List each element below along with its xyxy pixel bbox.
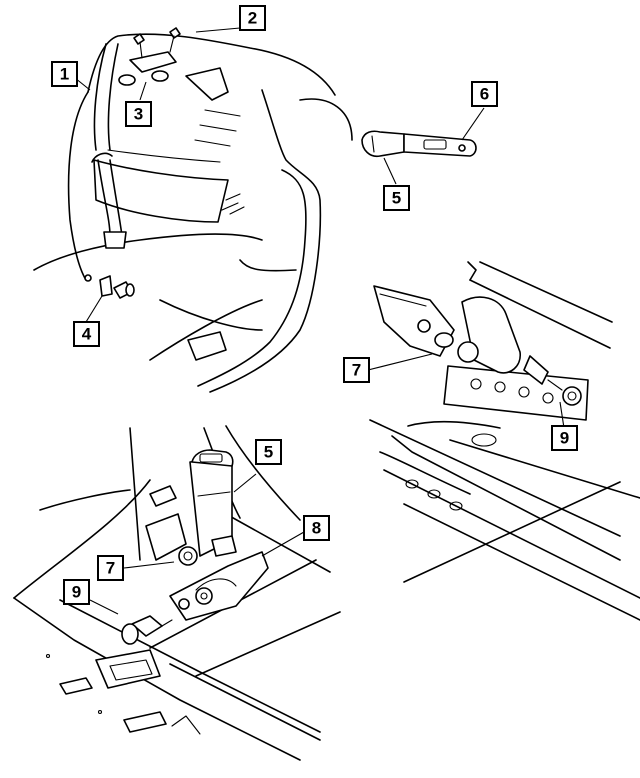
callout-2-label: 2	[248, 9, 257, 28]
callout-8-label: 8	[312, 519, 321, 538]
callout-7-right-label: 7	[352, 361, 361, 380]
callout-6: 6	[471, 81, 498, 107]
view-buckle-detail	[361, 130, 477, 158]
view-shoulder-belt-anchor	[33, 27, 353, 393]
callout-5-lower: 5	[255, 439, 282, 465]
callout-3-label: 3	[134, 105, 143, 124]
callout-9-right-label: 9	[560, 429, 569, 448]
callout-9-lower-label: 9	[72, 583, 81, 602]
callout-9-right: 9	[551, 425, 578, 451]
callout-2: 2	[239, 5, 266, 31]
callout-1: 1	[51, 61, 78, 87]
view-floor-buckle-right	[369, 261, 640, 621]
callout-5-upper: 5	[383, 185, 410, 211]
callout-7-right: 7	[343, 357, 370, 383]
callout-6-label: 6	[480, 85, 489, 104]
callout-8: 8	[303, 515, 330, 541]
callout-3: 3	[125, 101, 152, 127]
callout-5-upper-label: 5	[392, 189, 401, 208]
callout-9-lower: 9	[63, 579, 90, 605]
leader-lines	[74, 27, 565, 615]
callout-5-lower-label: 5	[264, 443, 273, 462]
callout-4: 4	[73, 321, 100, 347]
callout-1-label: 1	[60, 65, 69, 84]
callout-7-lower-label: 7	[106, 559, 115, 578]
view-floor-buckle-left	[13, 425, 341, 761]
callout-7-lower: 7	[97, 555, 124, 581]
callout-4-label: 4	[82, 325, 92, 344]
